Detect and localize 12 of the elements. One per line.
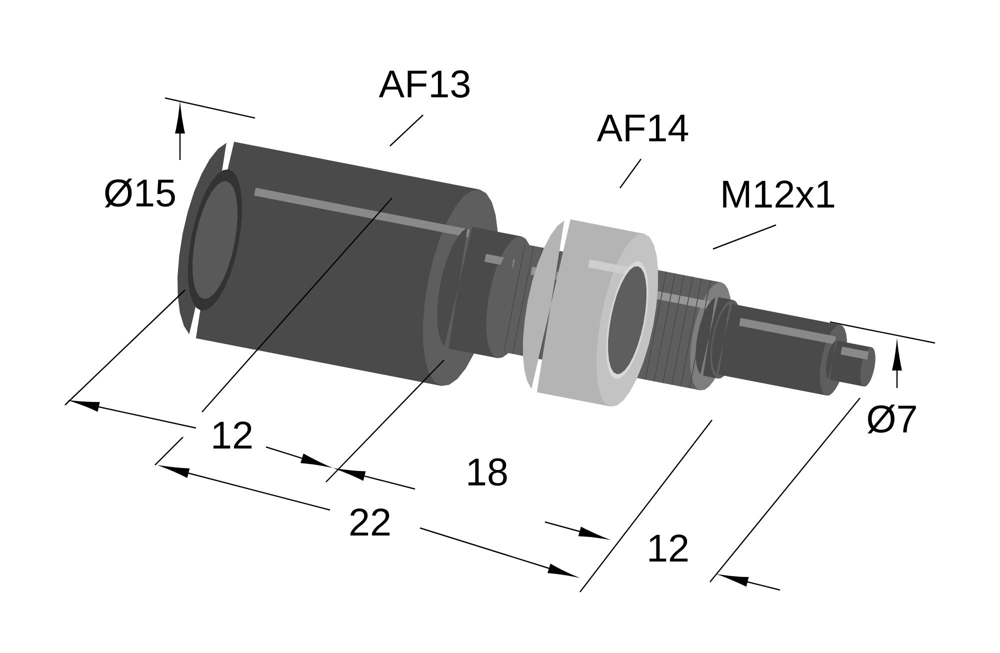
leader-line xyxy=(712,224,776,250)
dimension-label: 12 xyxy=(649,534,688,562)
dimension-label: Ø7 xyxy=(868,404,916,434)
dimension-label: 18 xyxy=(468,458,507,486)
leader-line xyxy=(620,158,642,188)
part-label: M12x1 xyxy=(723,180,834,208)
dimension-label: 12 xyxy=(213,422,252,448)
leader-line xyxy=(390,114,424,146)
dimension-label: Ø15 xyxy=(104,178,175,208)
part-label: AF14 xyxy=(596,114,688,142)
dimension-label: 22 xyxy=(350,508,390,536)
part-label: AF13 xyxy=(378,70,470,98)
